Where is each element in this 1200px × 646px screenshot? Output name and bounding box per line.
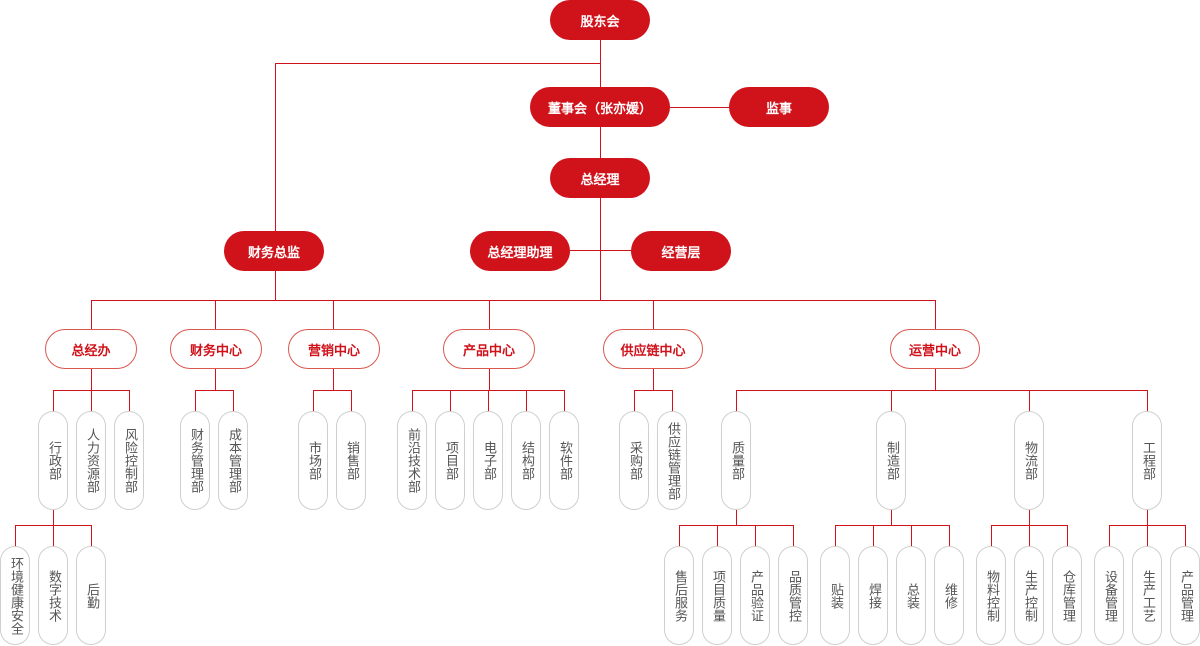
unit-welding: 焊接: [858, 546, 888, 645]
dept-supply-chain-mgmt: 供应链管理部: [657, 411, 687, 510]
unit-product-mgmt: 产品管理: [1170, 546, 1200, 645]
dept-sales: 销售部: [336, 411, 366, 510]
unit-repair: 维修: [934, 546, 964, 645]
dept-finance-mgmt: 财务管理部: [180, 411, 210, 510]
center-gm-office: 总经办: [45, 329, 137, 369]
dept-admin: 行政部: [38, 411, 68, 510]
unit-production-control: 生产控制: [1014, 546, 1044, 645]
dept-cost-mgmt: 成本管理部: [218, 411, 248, 510]
unit-assembly: 总装: [896, 546, 926, 645]
gm-assistant-node: 总经理助理: [470, 231, 570, 271]
center-operations: 运营中心: [890, 329, 980, 369]
dept-hr: 人力资源部: [76, 411, 106, 510]
unit-ehs: 环境健康安全: [0, 546, 30, 645]
unit-product-validation: 产品验证: [740, 546, 770, 645]
dept-frontier-tech: 前沿技术部: [397, 411, 427, 510]
dept-structure: 结构部: [511, 411, 541, 510]
center-finance: 财务中心: [170, 329, 262, 369]
unit-material-control: 物料控制: [976, 546, 1006, 645]
dept-software: 软件部: [549, 411, 579, 510]
board-node: 董事会（张亦媛）: [530, 87, 670, 127]
management-node: 经营层: [631, 231, 731, 271]
dept-electronics: 电子部: [473, 411, 503, 510]
unit-quality-control: 品质管控: [778, 546, 808, 645]
cfo-node: 财务总监: [224, 231, 324, 271]
unit-process-engineering: 生产工艺: [1132, 546, 1162, 645]
unit-project-quality: 项目质量: [702, 546, 732, 645]
unit-after-sales: 售后服务: [664, 546, 694, 645]
dept-engineering: 工程部: [1132, 411, 1162, 510]
center-marketing: 营销中心: [288, 329, 380, 369]
supervisor-node: 监事: [729, 87, 829, 127]
dept-quality: 质量部: [721, 411, 751, 510]
unit-logistics-support: 后勤: [76, 546, 106, 645]
unit-equipment-mgmt: 设备管理: [1094, 546, 1124, 645]
dept-market: 市场部: [298, 411, 328, 510]
dept-manufacturing: 制造部: [876, 411, 906, 510]
shareholders-node: 股东会: [550, 0, 650, 40]
dept-purchasing: 采购部: [619, 411, 649, 510]
unit-warehouse-mgmt: 仓库管理: [1052, 546, 1082, 645]
unit-digital-tech: 数字技术: [38, 546, 68, 645]
unit-smt: 贴装: [820, 546, 850, 645]
dept-project: 项目部: [435, 411, 465, 510]
dept-logistics: 物流部: [1014, 411, 1044, 510]
center-supply-chain: 供应链中心: [603, 329, 703, 369]
center-product: 产品中心: [443, 329, 535, 369]
dept-risk-control: 风险控制部: [114, 411, 144, 510]
general-manager-node: 总经理: [550, 158, 650, 198]
